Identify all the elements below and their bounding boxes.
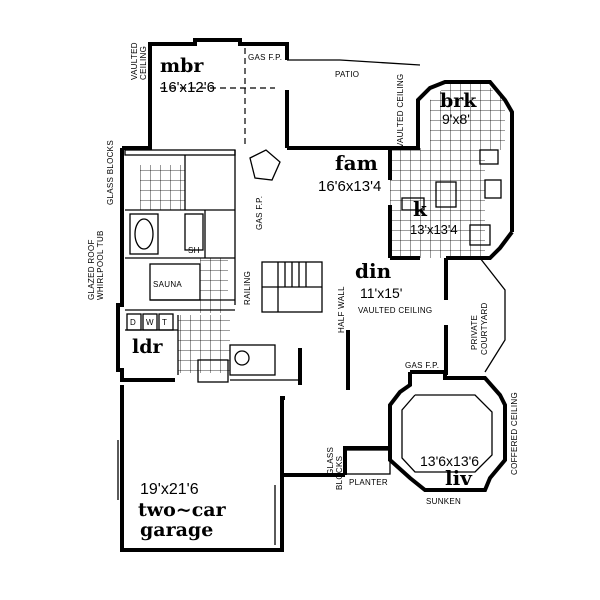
garage-name-line2: garage	[140, 519, 213, 541]
k-dims: 13'x13'4	[410, 222, 458, 237]
interior-walls	[117, 48, 506, 545]
din-dims: 11'x15'	[360, 285, 402, 301]
glazed-roof-label: GLAZED ROOF	[87, 239, 96, 300]
tub-label: T	[162, 318, 167, 327]
coffered-ceiling-label: COFFERED CEILING	[510, 392, 519, 475]
private-courtyard-label-1: PRIVATE	[470, 315, 479, 350]
gas-fp-fam-label: GAS F.P.	[255, 196, 264, 230]
sauna-label: SAUNA	[153, 280, 182, 289]
washer-label: W	[146, 318, 154, 327]
private-courtyard-label-2: COURTYARD	[480, 302, 489, 355]
din-name: din	[355, 259, 392, 283]
liv-dims: 13'6x13'6	[420, 453, 479, 469]
vaulted-ceiling-din-label: VAULTED CEILING	[358, 306, 432, 315]
half-wall-label: HALF WALL	[337, 286, 346, 333]
brk-name: brk	[440, 90, 477, 112]
fam-dims: 16'6x13'4	[318, 178, 381, 195]
planter-label: PLANTER	[349, 478, 388, 487]
tile-floors	[140, 84, 505, 373]
garage-name-line1: two~car	[138, 499, 227, 521]
whirlpool-tub-label: WHIRLPOOL TUB	[96, 230, 105, 300]
mbr-name: mbr	[160, 55, 204, 77]
shower-label: SH	[188, 246, 200, 255]
gas-fp-liv-label: GAS F.P.	[405, 361, 439, 370]
vaulted-ceiling-mbr-label-2: CEILING	[139, 46, 148, 80]
garage-dims: 19'x21'6	[140, 481, 199, 498]
vaulted-ceiling-brk-label: VAULTED CEILING	[396, 74, 405, 148]
annotations: PATIO GAS F.P. VAULTED CEILING VAULTED C…	[87, 42, 519, 506]
room-labels: mbr 16'x12'6 brk 9'x8' fam 16'6x13'4 k 1…	[132, 55, 479, 541]
liv-name: liv	[445, 466, 473, 490]
gas-fp-mbr-label: GAS F.P.	[248, 53, 282, 62]
glass-blocks-entry-label-1: GLASS	[326, 447, 335, 475]
fam-name: fam	[335, 151, 378, 175]
k-name: k	[413, 197, 428, 221]
railing-label: RAILING	[243, 271, 252, 305]
sunken-label: SUNKEN	[426, 497, 461, 506]
exterior-walls	[116, 38, 514, 552]
mbr-dims: 16'x12'6	[160, 79, 215, 96]
glass-blocks-entry-label-2: BLOCKS	[335, 456, 344, 490]
glass-blocks-bath-label: GLASS BLOCKS	[106, 140, 115, 205]
patio-label: PATIO	[335, 70, 359, 79]
dryer-label: D	[130, 318, 136, 327]
vaulted-ceiling-mbr-label-1: VAULTED	[130, 42, 139, 80]
brk-dims: 9'x8'	[442, 111, 470, 127]
ldr-name: ldr	[132, 336, 164, 358]
